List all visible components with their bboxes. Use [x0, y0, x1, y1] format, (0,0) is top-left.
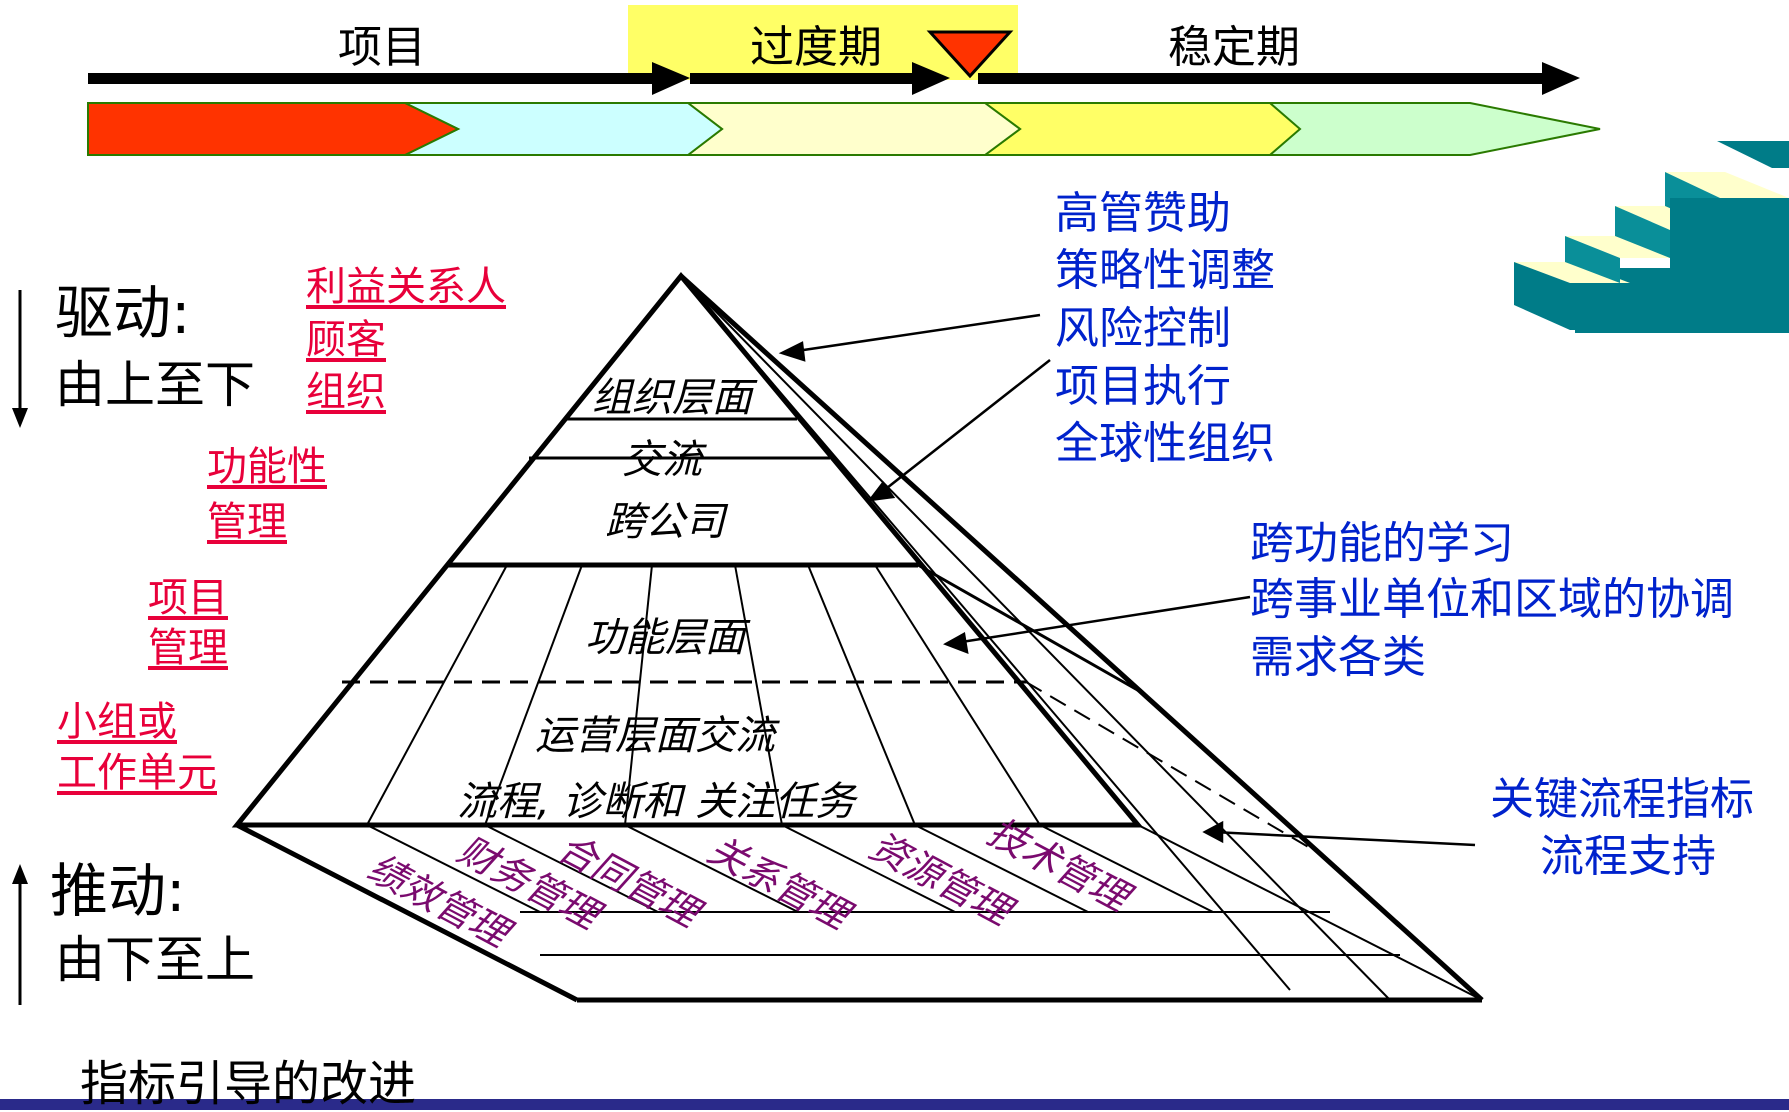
bottom-up-title: 推动:: [50, 857, 186, 925]
callout-arrows: [778, 313, 1476, 847]
phase-label-transition: 过度期: [750, 22, 882, 73]
ops-item-2: 流程支持: [1540, 831, 1716, 882]
phase-arrow-project: [88, 62, 690, 95]
pyramid-cross-company: 跨公司: [605, 499, 725, 545]
phase-arrow-stable: [978, 62, 1580, 95]
top-down-arrow: [12, 290, 28, 428]
phase-arrow-transition: [690, 62, 950, 95]
pyramid: [231, 272, 1484, 1003]
label-customers: 顾客: [306, 317, 386, 363]
bottom-up-arrow: [12, 864, 28, 1005]
chevron-pale: [685, 102, 1022, 156]
pyramid-communication: 交流: [622, 437, 702, 483]
chevron-first: [87, 102, 461, 156]
org-item-5: 全球性组织: [1055, 418, 1275, 469]
func-item-1: 跨功能的学习: [1250, 518, 1514, 569]
label-team: 小组或: [57, 699, 177, 745]
func-item-3: 需求各类: [1250, 632, 1426, 683]
pyramid-ops-communication: 运营层面交流: [535, 713, 775, 759]
callout-func-arrow: [954, 595, 1251, 645]
pyramid-functional-level: 功能层面: [585, 615, 745, 661]
callout-org-arrow-2: [877, 359, 1051, 496]
current-phase-marker: [926, 30, 1014, 79]
phase-label-project: 项目: [338, 22, 426, 73]
org-item-4: 项目执行: [1055, 361, 1231, 412]
label-work-unit: 工作单元: [57, 750, 217, 796]
org-item-1: 高管赞助: [1055, 188, 1231, 239]
chevron-yellow: [981, 102, 1302, 156]
staircase-icon: [1514, 141, 1789, 333]
chevron-red: [1269, 102, 1601, 156]
bottom-up-subtitle: 由下至上: [55, 931, 255, 989]
func-item-2: 跨事业单位和区域的协调: [1250, 574, 1734, 625]
label-project: 项目: [148, 575, 228, 621]
label-stakeholders: 利益关系人: [306, 264, 506, 310]
pyramid-front-face: [231, 272, 1144, 828]
phase-label-stable: 稳定期: [1168, 22, 1300, 73]
ops-item-1: 关键流程指标: [1490, 774, 1754, 825]
label-project-mgmt: 管理: [148, 625, 228, 671]
label-organization: 组织: [306, 369, 386, 415]
top-down-subtitle: 由上至下: [55, 356, 255, 414]
chevron-band: [87, 102, 1601, 156]
pyramid-org-level: 组织层面: [592, 375, 752, 421]
footer-rule: [0, 1099, 1789, 1110]
footer-title: 指标引导的改进: [80, 1056, 417, 1112]
org-item-2: 策略性调整: [1055, 245, 1275, 296]
callout-org-arrow-1: [789, 313, 1041, 354]
top-down-title: 驱动:: [55, 279, 191, 347]
label-functional: 功能性: [207, 444, 327, 490]
org-item-3: 风险控制: [1055, 303, 1231, 354]
label-functional-mgmt: 管理: [207, 499, 287, 545]
pyramid-process-tasks: 流程, 诊断和 关注任务: [457, 779, 856, 825]
callout-ops-arrow: [1212, 830, 1476, 847]
